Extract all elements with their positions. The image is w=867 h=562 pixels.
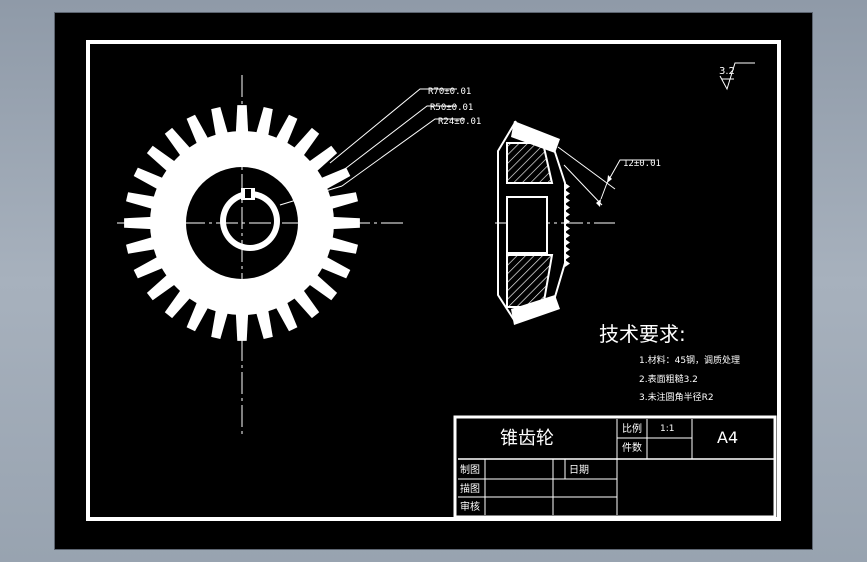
tooth-bottom bbox=[511, 295, 560, 325]
serration-tooth bbox=[565, 218, 570, 225]
gear-tooth bbox=[274, 299, 298, 332]
traced-label: 描图 bbox=[460, 482, 480, 495]
gear-tooth bbox=[255, 307, 273, 339]
sheet-size: A4 bbox=[717, 428, 738, 447]
serration-tooth bbox=[565, 197, 570, 204]
drawing-sheet: R70±0.01 R50±0.01 R24±0.01 12±0.01 3.2 技… bbox=[55, 13, 812, 549]
serration-tooth bbox=[565, 239, 570, 246]
gear-tooth bbox=[329, 216, 360, 230]
requirements-title: 技术要求: bbox=[599, 322, 686, 346]
radius-leaders bbox=[279, 88, 465, 206]
gear-tooth bbox=[318, 167, 351, 191]
section-profile bbox=[497, 120, 517, 324]
drawing-border bbox=[86, 40, 781, 521]
dim-r50: R50±0.01 bbox=[430, 103, 473, 113]
section-bore bbox=[506, 196, 548, 254]
serration-tooth bbox=[565, 211, 570, 218]
serration-tooth bbox=[565, 253, 570, 260]
gear-tooth bbox=[326, 236, 358, 254]
cad-drawing: R70±0.01 R50±0.01 R24±0.01 12±0.01 3.2 技… bbox=[86, 40, 781, 521]
dim-r24: R24±0.01 bbox=[438, 117, 481, 127]
gear-tooth bbox=[126, 236, 158, 254]
title-block bbox=[453, 415, 777, 519]
gear-tooth bbox=[133, 167, 166, 191]
gear-tooth bbox=[211, 107, 229, 139]
keyway-slot bbox=[245, 189, 251, 198]
gear-tooth bbox=[211, 307, 229, 339]
gear-teeth bbox=[124, 105, 360, 341]
quantity-label: 件数 bbox=[622, 441, 642, 454]
serration-tooth bbox=[565, 246, 570, 253]
gear-bore bbox=[226, 197, 274, 245]
gear-tooth bbox=[126, 192, 158, 210]
scale-value: 1:1 bbox=[660, 424, 674, 434]
gear-tooth bbox=[326, 192, 358, 210]
serration-tooth bbox=[565, 190, 570, 197]
serration-tooth bbox=[565, 225, 570, 232]
tooth-serration bbox=[565, 183, 570, 267]
section-face bbox=[551, 142, 566, 308]
requirement-item-1: 1.材料：45钢，调质处理 bbox=[639, 354, 740, 366]
requirement-item-3: 3.未注圆角半径R2 bbox=[639, 391, 714, 403]
serration-tooth bbox=[565, 232, 570, 239]
drawn-label: 制图 bbox=[460, 463, 480, 476]
gear-tooth bbox=[133, 255, 166, 279]
gear-tooth bbox=[255, 107, 273, 139]
gear-tooth bbox=[318, 255, 351, 279]
roughness-symbol bbox=[719, 62, 755, 91]
roughness-value: 3.2 bbox=[719, 66, 735, 77]
date-label: 日期 bbox=[569, 464, 589, 476]
checked-label: 审核 bbox=[460, 500, 480, 513]
serration-tooth bbox=[565, 183, 570, 190]
gear-front-view bbox=[117, 75, 405, 438]
serration-tooth bbox=[565, 204, 570, 211]
gear-tooth bbox=[186, 299, 210, 332]
gear-section-view bbox=[495, 120, 655, 325]
tooth-top bbox=[511, 121, 560, 153]
dim-width-12: 12±0.01 bbox=[623, 159, 661, 169]
part-name: 锥齿轮 bbox=[500, 428, 554, 449]
gear-tooth bbox=[186, 114, 210, 147]
gear-tooth bbox=[124, 216, 155, 230]
scale-label: 比例 bbox=[622, 422, 642, 435]
gear-tooth bbox=[274, 114, 298, 147]
requirement-item-2: 2.表面粗糙3.2 bbox=[639, 373, 698, 385]
dim-r70: R70±0.01 bbox=[428, 87, 471, 97]
serration-tooth bbox=[565, 260, 570, 267]
